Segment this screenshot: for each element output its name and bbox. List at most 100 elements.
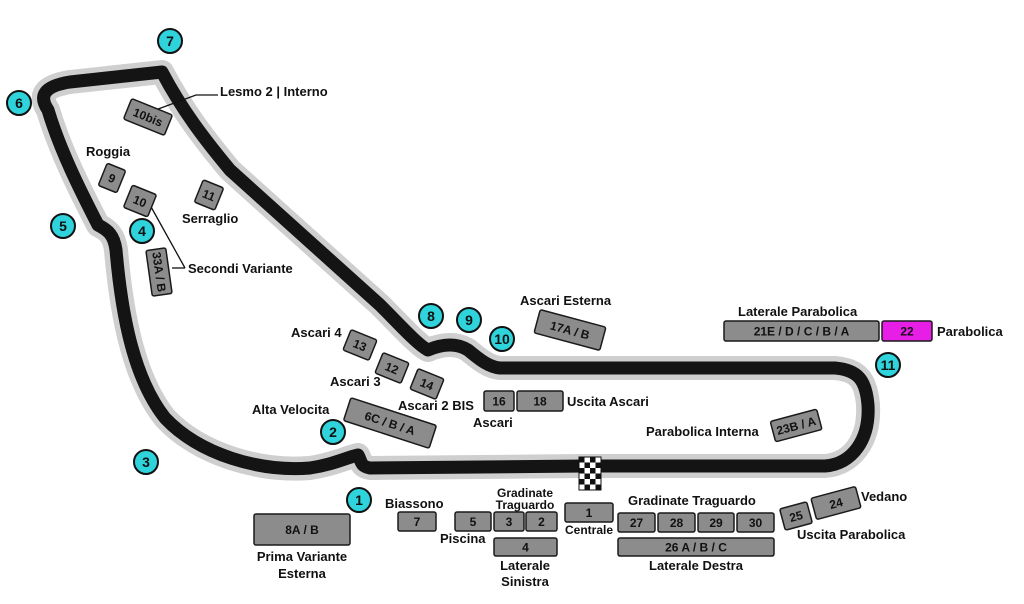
leader-lesmo xyxy=(149,94,218,113)
label-prima-variante-2: Esterna xyxy=(278,566,326,581)
turn-marker-7[interactable]: 7 xyxy=(157,28,183,54)
label-serraglio: Serraglio xyxy=(182,211,238,226)
turn-marker-9[interactable]: 9 xyxy=(456,307,482,333)
label-secondi-variante: Secondi Variante xyxy=(188,261,293,276)
label-ascari: Ascari xyxy=(473,415,513,430)
zone-26[interactable]: 26 A / B / C xyxy=(617,537,775,557)
track-asphalt xyxy=(37,65,875,476)
svg-text:25: 25 xyxy=(788,508,805,525)
label-vedano: Vedano xyxy=(861,489,907,504)
label-laterale-sinistra-2: Sinistra xyxy=(501,574,549,589)
zone-22[interactable]: 22 xyxy=(881,320,933,342)
zone-12[interactable]: 12 xyxy=(374,352,410,384)
turn-markers: 1 2 3 4 5 6 7 8 9 10 11 xyxy=(6,28,901,513)
label-uscita-ascari: Uscita Ascari xyxy=(567,394,649,409)
svg-text:3: 3 xyxy=(506,515,513,529)
turn-marker-3[interactable]: 3 xyxy=(133,449,159,475)
svg-text:7: 7 xyxy=(166,33,174,49)
turn-marker-4[interactable]: 4 xyxy=(129,218,155,244)
svg-text:8: 8 xyxy=(427,308,435,324)
zone-10bis[interactable]: 10bis xyxy=(123,98,173,136)
svg-text:30: 30 xyxy=(749,516,763,530)
zone-8a[interactable]: 8A / B xyxy=(253,513,351,546)
zone-13[interactable]: 13 xyxy=(342,329,378,361)
label-ascari-2-bis: Ascari 2 BIS xyxy=(398,398,474,413)
zone-2[interactable]: 2 xyxy=(525,511,558,532)
turn-marker-5[interactable]: 5 xyxy=(50,213,76,239)
label-alta-velocita: Alta Velocita xyxy=(252,402,330,417)
svg-text:13: 13 xyxy=(351,336,369,354)
zone-24[interactable]: 24 xyxy=(810,486,862,520)
leader-secondi xyxy=(149,204,186,269)
svg-text:8A / B: 8A / B xyxy=(285,523,319,537)
zone-3[interactable]: 3 xyxy=(493,511,525,532)
zone-21e[interactable]: 21E / D / C / B / A xyxy=(723,320,880,342)
svg-text:22: 22 xyxy=(900,325,914,339)
grandstand-zones: 10bis 9 10 11 33A / B 13 12 14 xyxy=(98,98,933,557)
svg-text:4: 4 xyxy=(138,223,146,239)
label-roggia: Roggia xyxy=(86,144,131,159)
svg-text:14: 14 xyxy=(418,375,436,393)
svg-text:21E / D / C / B / A: 21E / D / C / B / A xyxy=(754,325,850,339)
zone-28[interactable]: 28 xyxy=(657,512,696,533)
turn-marker-6[interactable]: 6 xyxy=(6,90,32,116)
zone-17a[interactable]: 17A / B xyxy=(533,309,607,351)
label-laterale-destra: Laterale Destra xyxy=(649,558,744,573)
turn-marker-2[interactable]: 2 xyxy=(320,419,346,445)
zone-25[interactable]: 25 xyxy=(779,501,813,531)
label-laterale-sinistra-1: Laterale xyxy=(500,558,550,573)
zone-18[interactable]: 18 xyxy=(516,390,564,412)
zone-4[interactable]: 4 xyxy=(493,537,558,557)
svg-text:16: 16 xyxy=(492,395,506,409)
zone-1[interactable]: 1 xyxy=(564,502,614,523)
svg-text:4: 4 xyxy=(522,541,529,555)
zone-23b[interactable]: 23B / A xyxy=(769,408,823,443)
zone-29[interactable]: 29 xyxy=(697,512,735,533)
zone-5[interactable]: 5 xyxy=(454,511,492,532)
svg-text:9: 9 xyxy=(106,171,118,187)
svg-text:5: 5 xyxy=(470,515,477,529)
label-parabolica-interna: Parabolica Interna xyxy=(646,424,759,439)
zone-11[interactable]: 11 xyxy=(194,179,224,211)
label-piscina: Piscina xyxy=(440,531,486,546)
label-parabolica: Parabolica xyxy=(937,324,1004,339)
svg-text:29: 29 xyxy=(709,516,723,530)
svg-text:11: 11 xyxy=(200,187,217,205)
zone-9[interactable]: 9 xyxy=(98,162,126,194)
label-ascari-4: Ascari 4 xyxy=(291,325,342,340)
turn-marker-11[interactable]: 11 xyxy=(875,352,901,378)
svg-text:27: 27 xyxy=(630,516,644,530)
zone-10[interactable]: 10 xyxy=(123,184,157,218)
zone-33a[interactable]: 33A / B xyxy=(145,247,173,297)
svg-text:5: 5 xyxy=(59,218,67,234)
label-ascari-esterna: Ascari Esterna xyxy=(520,293,612,308)
turn-marker-10[interactable]: 10 xyxy=(489,326,515,352)
label-gradinate-traguardo: Gradinate Traguardo xyxy=(628,493,756,508)
svg-text:2: 2 xyxy=(538,515,545,529)
turn-marker-1[interactable]: 1 xyxy=(346,487,372,513)
checkered-flag-icon xyxy=(578,456,602,491)
zone-27[interactable]: 27 xyxy=(617,512,656,533)
leader-lines xyxy=(149,94,218,269)
label-centrale: Centrale xyxy=(565,523,613,537)
svg-text:33A / B: 33A / B xyxy=(149,251,169,293)
zone-7[interactable]: 7 xyxy=(397,511,437,532)
zone-16[interactable]: 16 xyxy=(483,390,515,412)
zone-14[interactable]: 14 xyxy=(409,368,445,400)
svg-text:18: 18 xyxy=(533,395,547,409)
svg-text:7: 7 xyxy=(414,515,421,529)
label-laterale-parabolica: Laterale Parabolica xyxy=(738,304,858,319)
label-lesmo: Lesmo 2 | Interno xyxy=(220,84,328,99)
svg-text:1: 1 xyxy=(355,492,363,508)
svg-text:24: 24 xyxy=(828,495,845,512)
label-gradinate-traguardo-small-1: Gradinate xyxy=(497,486,553,500)
turn-marker-8[interactable]: 8 xyxy=(418,303,444,329)
svg-text:2: 2 xyxy=(329,424,337,440)
svg-text:9: 9 xyxy=(465,312,473,328)
label-prima-variante-1: Prima Variante xyxy=(257,549,347,564)
svg-text:28: 28 xyxy=(670,516,684,530)
svg-text:6: 6 xyxy=(15,95,23,111)
svg-text:11: 11 xyxy=(881,357,896,373)
zone-30[interactable]: 30 xyxy=(736,512,775,533)
